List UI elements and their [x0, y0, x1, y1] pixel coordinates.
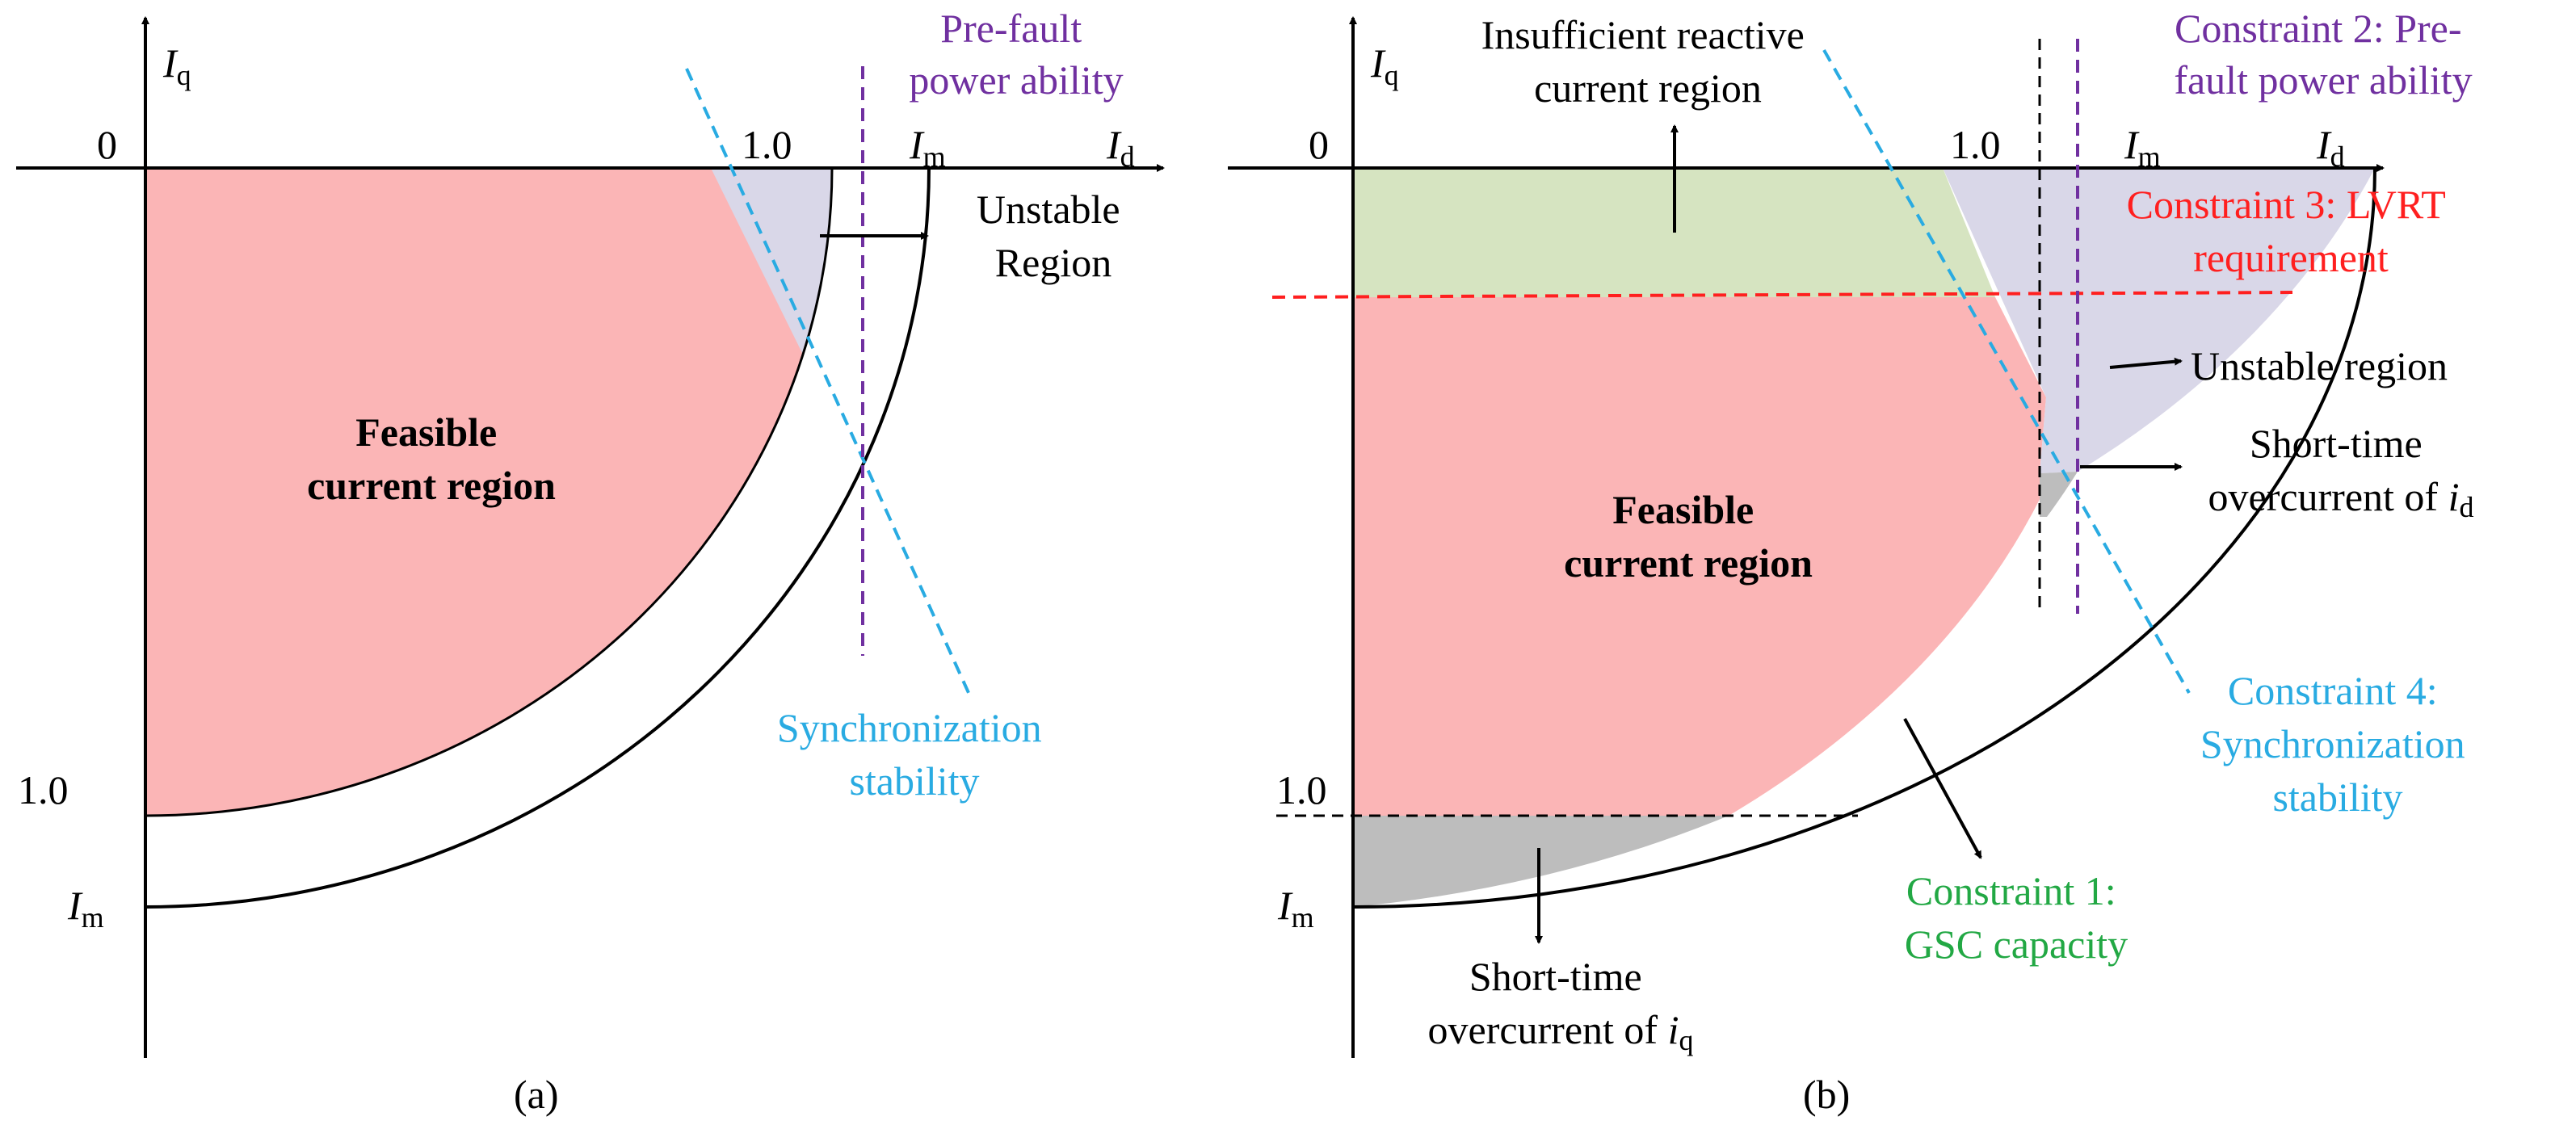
constraint-4-label: Constraint 4: Synchronization stability [2200, 668, 2475, 820]
constraint-1-label: Constraint 1: GSC capacity [1905, 868, 2128, 967]
synchronization-stability-line [685, 68, 971, 695]
iq-axis-label: Iq [162, 40, 191, 91]
prefault-label: Pre-fault power ability [909, 6, 1123, 103]
unstable-arrow [2109, 357, 2183, 369]
panel-b: 0 Iq Id 1.0 Im 1.0 Im Insufficient react… [1228, 6, 2475, 1117]
caption-a: (a) [514, 1072, 559, 1117]
iq-tick-m: Im [67, 883, 104, 934]
id-tick-one: 1.0 [1950, 122, 2001, 167]
iq-tick-one: 1.0 [18, 767, 69, 812]
max-current-arc [145, 167, 931, 909]
iq-tick-m: Im [1277, 883, 1314, 934]
iq-axis-label: Iq [1370, 40, 1399, 91]
lvrt-requirement-line [1271, 291, 2293, 299]
unit-circle-arc [145, 167, 834, 817]
short-time-overcurrent-id-region [2040, 472, 2078, 517]
origin-label: 0 [1309, 122, 1329, 167]
id-tick-m: Im [909, 122, 946, 173]
synchronization-stability-label: Synchronization stability [777, 705, 1052, 804]
id-tick-one: 1.0 [742, 122, 792, 167]
id-axis-label: Id [1106, 122, 1135, 173]
insufficient-region-label: Insufficient reactive current region [1481, 12, 1815, 111]
feasible-region-label: Feasible current region [1564, 487, 1813, 586]
unstable-region-label: Unstable Region [977, 187, 1130, 285]
overcurrent-iq-label: Short-time overcurrent of iq [1428, 954, 1694, 1056]
origin-label: 0 [97, 122, 117, 167]
feasible-region [145, 168, 832, 816]
panel-a: 0 Iq Id 1.0 Im 1.0 Im Pre-fault power ab… [16, 6, 1165, 1117]
feasible-region [1353, 297, 2047, 816]
synchronization-stability-line [1822, 49, 2191, 694]
feasible-region-label: Feasible current region [307, 409, 556, 508]
gsc-capacity-arc [1352, 167, 2376, 909]
gsc-arrow [1903, 718, 1982, 859]
short-time-overcurrent-iq-region [1353, 816, 1729, 907]
constraint-2-label: Constraint 2: Pre- fault power ability [2174, 6, 2472, 103]
unstable-region [711, 168, 832, 355]
iq-tick-one: 1.0 [1276, 767, 1327, 812]
id-axis-label: Id [2316, 122, 2345, 173]
id-tick-m: Im [2124, 122, 2161, 173]
overcurrent-id-label: Short-time overcurrent of id [2208, 421, 2474, 523]
constraint-3-label: Constraint 3: LVRT requirement [2127, 182, 2456, 280]
caption-b: (b) [1803, 1072, 1850, 1117]
unstable-region-label: Unstable region [2191, 343, 2448, 388]
unstable-region [1943, 168, 2375, 473]
